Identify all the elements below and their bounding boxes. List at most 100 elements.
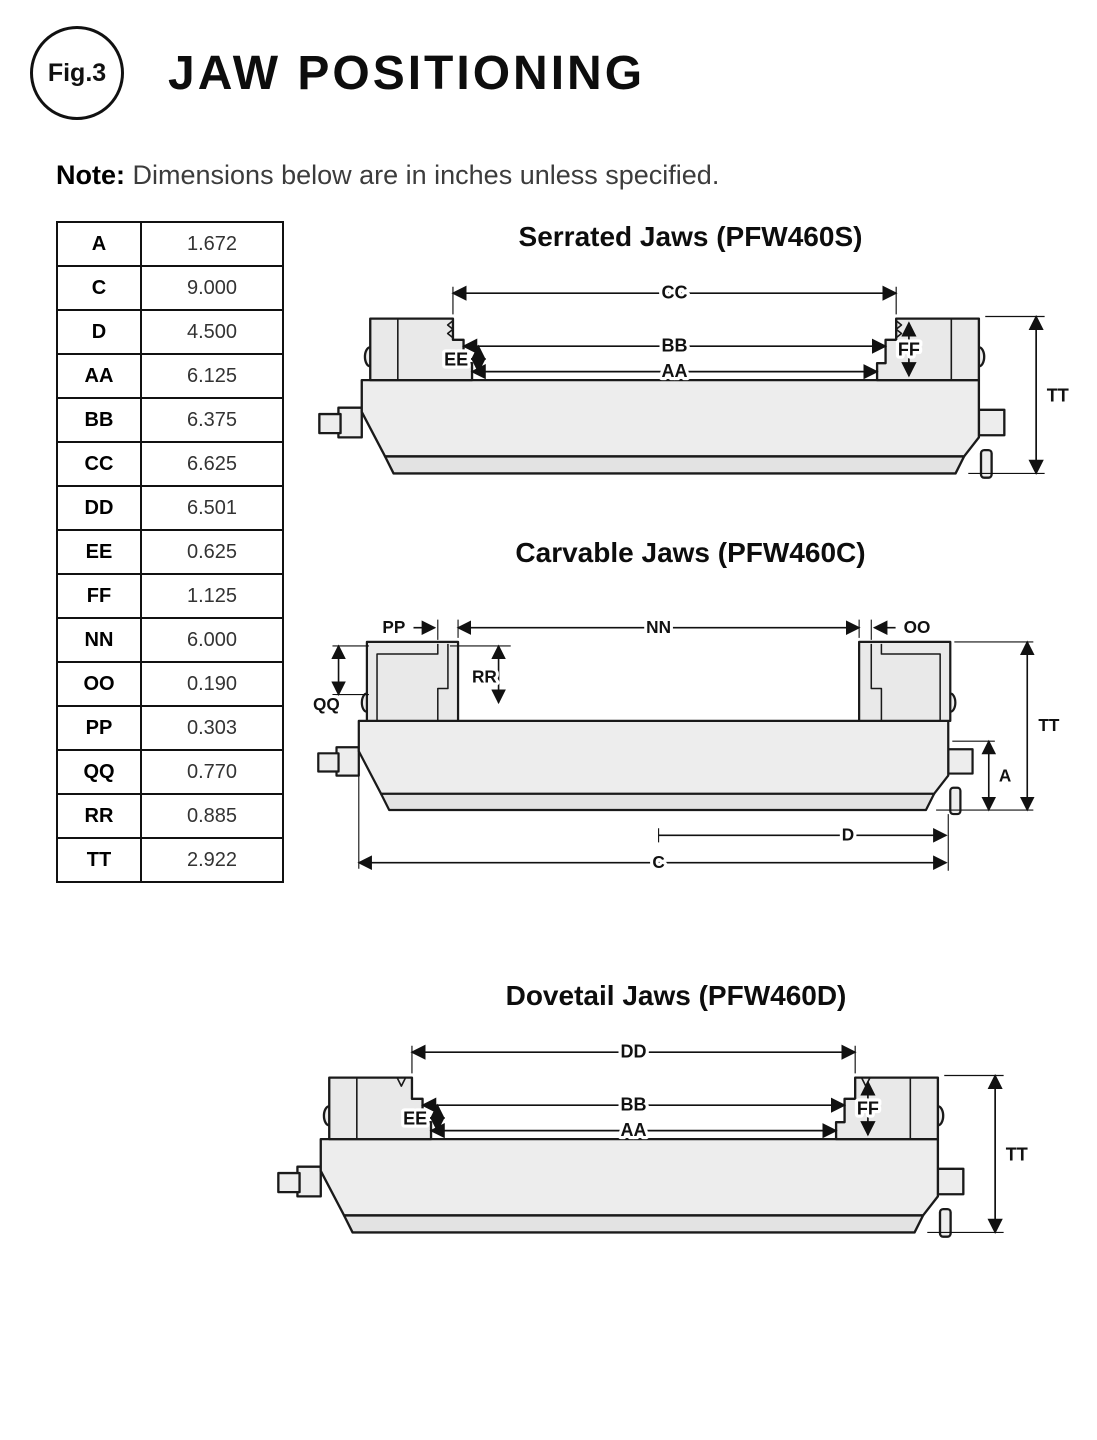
left-jaw — [360, 641, 459, 723]
dim-value: 1.125 — [140, 573, 284, 619]
dim-key: C — [56, 265, 142, 311]
dim-value: 6.625 — [140, 441, 284, 487]
right-screw-boss — [977, 408, 1006, 437]
dim-label-d: D — [841, 825, 853, 845]
left-screw-boss — [296, 1165, 322, 1198]
dim-label-cc: CC — [661, 282, 687, 302]
right-screw-boss — [946, 748, 974, 776]
dim-key: TT — [56, 837, 142, 883]
right-jaw — [857, 641, 956, 723]
dim-label-ee: EE — [444, 349, 468, 369]
figure-badge: Fig.3 — [30, 26, 124, 120]
note-text: Dimensions below are in inches unless sp… — [132, 160, 720, 190]
left-jaw-block — [365, 641, 459, 723]
serrated-jaws-drawing: CC BB AA EE FF TT — [317, 279, 1071, 479]
dim-key: DD — [56, 485, 142, 531]
dim-key: PP — [56, 705, 142, 751]
right-serration — [894, 320, 902, 339]
diagram-carvable: Carvable Jaws (PFW460C) — [296, 537, 1086, 885]
dim-key: A — [56, 221, 142, 267]
body-base — [379, 793, 935, 812]
dim-label-pp: PP — [382, 617, 405, 637]
dim-label-aa: AA — [661, 361, 687, 381]
left-serration — [446, 320, 454, 339]
dim-label-a: A — [998, 766, 1010, 786]
dim-value: 6.501 — [140, 485, 284, 531]
dovetail-jaws-drawing: DD BB AA EE FF TT — [277, 1039, 1031, 1239]
left-jaw-step-line — [436, 644, 449, 722]
note-label: Note: — [56, 160, 125, 190]
left-screw-stub — [317, 412, 342, 435]
dim-value: 0.303 — [140, 705, 284, 751]
right-pin — [948, 787, 962, 816]
dim-key: AA — [56, 353, 142, 399]
dim-value: 6.000 — [140, 617, 284, 663]
diagram-dovetail: Dovetail Jaws (PFW460D) — [255, 980, 1097, 1268]
right-jaw-step-line — [870, 644, 882, 722]
body-main — [360, 378, 980, 458]
dim-value: 0.190 — [140, 661, 284, 707]
dimension-lines — [410, 1044, 1003, 1235]
dim-value: 0.625 — [140, 529, 284, 575]
dim-label-ff: FF — [897, 340, 919, 360]
body-base — [383, 455, 965, 475]
diagram-serrated-title: Serrated Jaws (PFW460S) — [518, 221, 863, 252]
left-screw-stub — [277, 1172, 301, 1194]
figure-header: Fig.3 JAW POSITIONING — [0, 0, 1097, 120]
dim-key: NN — [56, 617, 142, 663]
dim-value: 9.000 — [140, 265, 284, 311]
dim-label-nn: NN — [646, 617, 671, 637]
dim-key: D — [56, 309, 142, 355]
dim-key: RR — [56, 793, 142, 839]
left-screw-stub — [316, 752, 340, 774]
dim-value: 4.500 — [140, 309, 284, 355]
right-jaw — [875, 317, 985, 382]
left-dovetail-groove — [396, 1077, 407, 1088]
right-jaw — [834, 1076, 945, 1141]
dim-key: BB — [56, 397, 142, 443]
dim-label-c: C — [652, 852, 664, 872]
extension-lines — [331, 620, 1033, 872]
dim-label-oo: OO — [903, 617, 930, 637]
left-jaw-plate-line — [375, 644, 439, 722]
dim-key: FF — [56, 573, 142, 619]
dim-value: 6.375 — [140, 397, 284, 443]
body-main — [319, 1138, 940, 1218]
dimension-lines — [450, 285, 1044, 475]
right-jaw-block — [834, 1076, 940, 1141]
dim-label-dd: DD — [621, 1042, 647, 1062]
dim-key: OO — [56, 661, 142, 707]
vise-body — [316, 720, 974, 816]
vise-body — [277, 1138, 965, 1239]
left-screw-boss — [336, 406, 363, 439]
carvable-jaws-drawing: PP NN OO QQ RR A TT D C — [309, 614, 1062, 875]
diagram-serrated: Serrated Jaws (PFW460S) — [296, 221, 1086, 509]
dimension-lines — [330, 620, 1035, 871]
left-screw-boss — [334, 746, 360, 778]
right-jaw-plate-line — [880, 644, 941, 722]
diagram-column: Serrated Jaws (PFW460S) — [284, 221, 1097, 885]
note: Note: Dimensions below are in inches unl… — [56, 160, 1097, 191]
body-base — [342, 1214, 925, 1235]
page-title: JAW POSITIONING — [168, 46, 646, 100]
right-pin — [979, 448, 993, 479]
dim-key: EE — [56, 529, 142, 575]
dim-label-aa: AA — [621, 1120, 647, 1140]
dim-key: QQ — [56, 749, 142, 795]
right-jaw-block — [875, 317, 980, 382]
dim-label-ee: EE — [403, 1109, 427, 1129]
